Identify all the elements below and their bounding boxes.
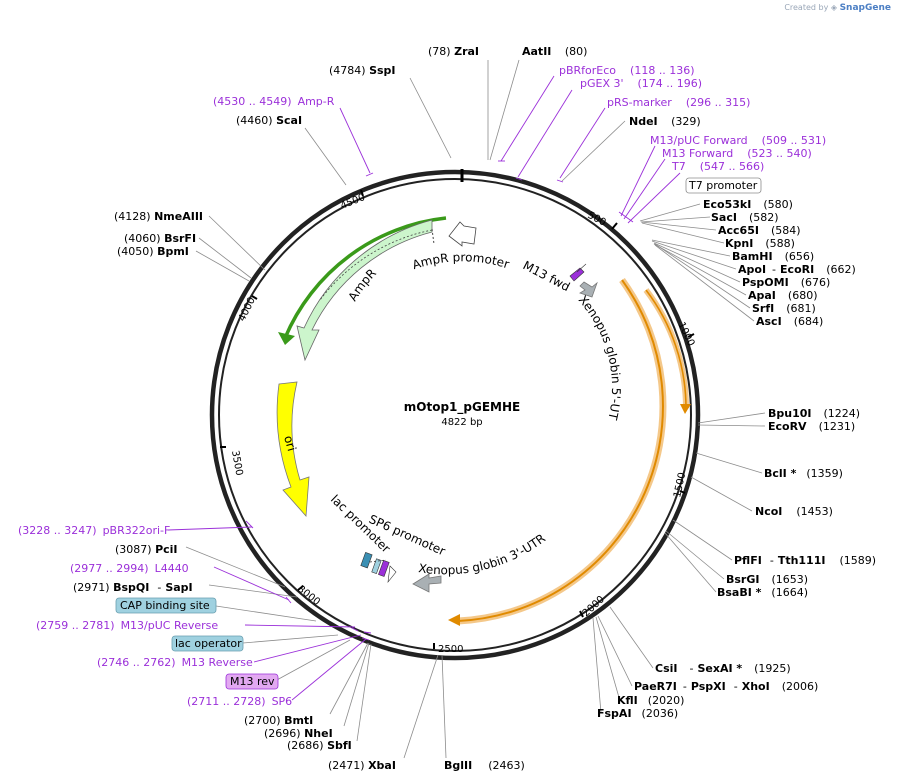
m13rev-feature: [378, 560, 390, 577]
site-bamhi[interactable]: BamHI(656): [732, 250, 814, 263]
primer-pbrforeco[interactable]: pBRforEco(118 .. 136): [559, 64, 695, 77]
ampr-arc-arrowhead: [278, 332, 295, 345]
lac-operator-box-label: lac operator: [175, 637, 242, 650]
credit-prefix: Created by: [784, 3, 829, 12]
site-csii-sexai[interactable]: CsiI-SexAI *(1925): [655, 662, 791, 675]
ampr-promoter-label: AmpR promoter: [411, 250, 511, 272]
site-bpmi[interactable]: (4050) BpmI: [117, 245, 189, 258]
site-bsrfi[interactable]: (4060) BsrFI: [124, 232, 196, 245]
site-scai[interactable]: (4460) ScaI: [236, 114, 302, 127]
site-paer7i-pspxi-xhoi[interactable]: PaeR7I-PspXI-XhoI(2006): [634, 680, 818, 693]
tick-label-3500: 3500: [229, 450, 244, 477]
primer-leader-lines: [167, 75, 681, 701]
m13fwd-feature: [569, 267, 585, 282]
primer-m13-reverse[interactable]: (2746 .. 2762)M13 Reverse: [97, 656, 253, 669]
primer-m13-puc-reverse[interactable]: (2759 .. 2781)M13/pUC Reverse: [36, 619, 218, 632]
tick-label-2500: 2500: [438, 644, 463, 655]
t7-promoter-box-label: T7 promoter: [688, 179, 758, 192]
site-ndei[interactable]: NdeI (329): [629, 115, 701, 128]
site-bcli[interactable]: BclI *(1359): [764, 467, 843, 480]
snapgene-logo-icon: ◈: [830, 3, 838, 12]
backbone-inner-circle: [218, 178, 692, 652]
site-bmti[interactable]: (2700) BmtI: [244, 714, 313, 727]
site-acc65i[interactable]: Acc65I(584): [718, 224, 801, 237]
site-saci[interactable]: SacI(582): [711, 211, 779, 224]
cap-site-feature: [360, 552, 373, 569]
site-bsabi[interactable]: BsaBI *(1664): [717, 586, 808, 599]
xen3-arc: [457, 279, 664, 622]
site-bglii[interactable]: BglII(2463): [444, 759, 525, 772]
primer-sp6[interactable]: (2711 .. 2728)SP6: [187, 695, 292, 708]
tick-marks: [220, 189, 695, 649]
xen3-arc-arrowhead: [448, 614, 460, 626]
ampr-arc: [283, 216, 447, 339]
site-sspi[interactable]: (4784) SspI: [329, 64, 396, 77]
backbone-circle: [209, 169, 701, 661]
site-bsrgi[interactable]: BsrGI(1653): [726, 573, 808, 586]
site-zrai[interactable]: (78) ZraI: [428, 45, 479, 58]
lac-operator-feature: [371, 558, 382, 574]
site-ecorv[interactable]: EcoRV(1231): [768, 420, 855, 433]
xen5-label: Xenopus globin 5'-UTR: [0, 0, 623, 422]
site-eco53ki[interactable]: Eco53kI(580): [703, 198, 793, 211]
tick-label-4500: 4500: [339, 192, 367, 212]
site-pflfi-tth111i[interactable]: PflFI-Tth111I(1589): [734, 554, 876, 567]
site-srfi[interactable]: SrfI(681): [752, 302, 816, 315]
tick-label-1500: 1500: [672, 471, 688, 498]
site-kfli[interactable]: KflI(2020): [617, 694, 684, 707]
leader-lines: [185, 59, 766, 759]
cap-site-box[interactable]: [115, 597, 217, 614]
site-sbfi[interactable]: (2686) SbfI: [287, 739, 352, 752]
site-nmeaiii[interactable]: (4128) NmeAIII: [114, 210, 203, 223]
m13-rev-box-label: M13 rev: [230, 675, 275, 688]
primer-pbr322ori-f[interactable]: (3228 .. 3247)pBR322ori-F: [18, 524, 170, 537]
xen3-feature-arrow: [412, 573, 442, 593]
primer-pgex3[interactable]: pGEX 3'(174 .. 196): [580, 77, 702, 90]
site-pspomi[interactable]: PspOMI(676): [742, 276, 830, 289]
primer-m13-puc-forward[interactable]: M13/pUC Forward(509 .. 531): [650, 134, 826, 147]
primer-t7[interactable]: T7(547 .. 566): [671, 160, 764, 173]
sp6-promoter-arrow: [387, 565, 397, 584]
site-ncoi[interactable]: NcoI(1453): [755, 505, 833, 518]
site-apoi-ecori[interactable]: ApoI-EcoRI(662): [738, 263, 856, 276]
m13fwd-label: M13 fwd: [521, 258, 573, 294]
site-pcii[interactable]: (3087) PciI: [115, 543, 178, 556]
plasmid-name: mOtop1_pGEMHE: [404, 400, 520, 415]
lac-operator-box[interactable]: [171, 635, 244, 652]
ori-feature: [276, 381, 310, 517]
xen5-arc: [645, 289, 687, 409]
site-apai[interactable]: ApaI(680): [748, 289, 818, 302]
site-bspqi-sapi[interactable]: (2971) BspQI-SapI: [73, 581, 193, 594]
site-asci[interactable]: AscI(684): [756, 315, 823, 328]
primer-m13-forward[interactable]: M13 Forward(523 .. 540): [662, 147, 812, 160]
t7-promoter-box[interactable]: [685, 177, 762, 194]
xen5-feature-arrow: [579, 281, 598, 298]
site-bpu10i[interactable]: Bpu10I(1224): [768, 407, 860, 420]
plasmid-size: 4822 bp: [441, 417, 482, 428]
cap-site-box-label: CAP binding site: [120, 599, 210, 612]
site-xbai[interactable]: (2471) XbaI: [328, 759, 396, 772]
primer-prs-marker[interactable]: pRS-marker(296 .. 315): [607, 96, 750, 109]
site-nhei[interactable]: (2696) NheI: [264, 727, 333, 740]
m13-rev-box[interactable]: [225, 673, 279, 690]
ori-label: ori: [281, 434, 299, 453]
site-aatii[interactable]: AatII (80): [522, 45, 587, 58]
ampr-feature: [296, 219, 433, 362]
credit-brand: SnapGene: [839, 3, 891, 13]
site-fspai[interactable]: FspAI(2036): [597, 707, 678, 720]
credit: Created by ◈ SnapGene: [784, 3, 891, 13]
site-kpni[interactable]: KpnI(588): [725, 237, 795, 250]
ampr-promoter-arrow: [448, 221, 477, 247]
primer-l4440[interactable]: (2977 .. 2994)L4440: [70, 562, 189, 575]
primer-amp-r[interactable]: (4530 .. 4549)Amp-R: [213, 95, 335, 108]
